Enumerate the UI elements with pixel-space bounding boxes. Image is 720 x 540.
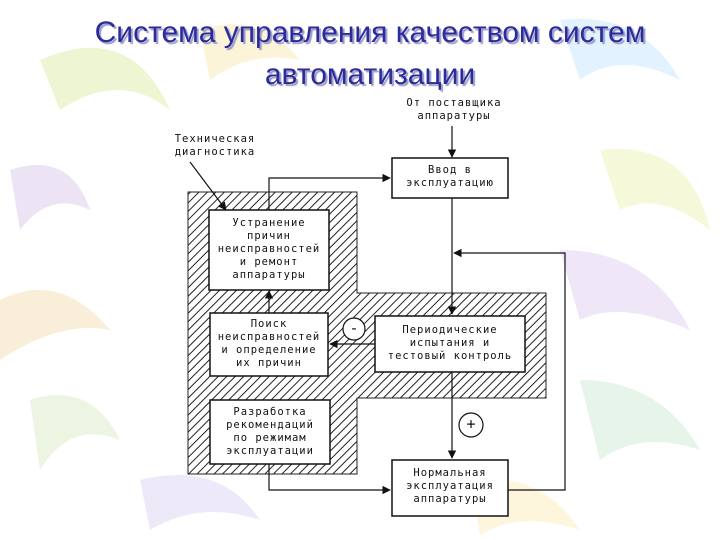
plus-circle xyxy=(458,412,484,438)
normal-operation-line-2: эксплуатация xyxy=(406,480,494,492)
periodic-tests-box-text: Периодические испытания и тестовый контр… xyxy=(376,324,524,363)
minus-sign: - xyxy=(349,319,359,337)
commissioning-box-text: Ввод в эксплуатацию xyxy=(394,164,506,190)
diagnostics-label-line-1: Техническая xyxy=(174,133,256,145)
repair-box-text: Устранение причин неисправностей и ремон… xyxy=(210,217,328,282)
fault-search-line-4: их причин xyxy=(236,357,302,369)
normal-operation-line-1: Нормальная xyxy=(413,467,487,479)
title-line-1: Система управления качеством систем xyxy=(94,16,646,49)
normal-operation-box xyxy=(391,459,509,517)
periodic-tests-line-1: Периодические xyxy=(402,324,498,336)
commissioning-box xyxy=(391,157,509,199)
title-line-2: автоматизации xyxy=(264,58,476,91)
supplier-label-line-2: аппаратуры xyxy=(417,110,491,122)
repair-line-2: причин xyxy=(247,230,291,242)
arrow-repair-to-commissioning xyxy=(268,173,391,210)
fault-search-box-text: Поиск неисправностей и определение их пр… xyxy=(211,318,327,370)
arrow-recommendations-to-operation xyxy=(268,464,391,495)
periodic-tests-line-3: тестовый контроль xyxy=(387,350,513,362)
repair-line-4: и ремонт xyxy=(239,256,299,268)
fault-search-box xyxy=(209,312,329,377)
repair-line-1: Устранение xyxy=(232,217,306,229)
recommendations-box xyxy=(209,399,331,465)
recommendations-line-4: эксплуатации xyxy=(226,445,314,457)
arrow-diagnostics-to-repair xyxy=(189,161,227,211)
commissioning-line-2: эксплуатацию xyxy=(406,177,494,189)
fault-search-line-2: неисправностей xyxy=(217,331,321,343)
recommendations-line-1: Разработка xyxy=(233,406,307,418)
repair-box xyxy=(208,209,330,291)
fault-search-line-1: Поиск xyxy=(250,318,288,330)
supplier-label-line-1: От поставщика xyxy=(406,97,502,109)
recommendations-line-3: по режимам xyxy=(233,432,307,444)
fault-search-line-3: и определение xyxy=(221,344,317,356)
commissioning-line-1: Ввод в xyxy=(428,164,472,176)
minus-circle xyxy=(342,317,366,341)
recommendations-box-text: Разработка рекомендаций по режимам экспл… xyxy=(211,406,329,458)
recommendations-line-2: рекомендаций xyxy=(226,419,314,431)
slide-title: Система управления качеством систем авто… xyxy=(60,12,680,96)
normal-operation-box-text: Нормальная эксплуатация аппаратуры xyxy=(394,467,506,506)
normal-operation-line-3: аппаратуры xyxy=(413,493,487,505)
periodic-tests-line-2: испытания и xyxy=(409,337,491,349)
repair-line-3: неисправностей xyxy=(217,243,321,255)
arrow-operation-feedback xyxy=(453,248,566,491)
periodic-tests-box xyxy=(374,315,526,373)
supplier-label: От поставщика аппаратуры xyxy=(392,97,516,123)
plus-sign: + xyxy=(466,415,476,433)
repair-line-5: аппаратуры xyxy=(232,269,306,281)
diagnostics-label: Техническая диагностика xyxy=(160,133,270,159)
diagnostics-label-line-2: диагностика xyxy=(174,146,256,158)
